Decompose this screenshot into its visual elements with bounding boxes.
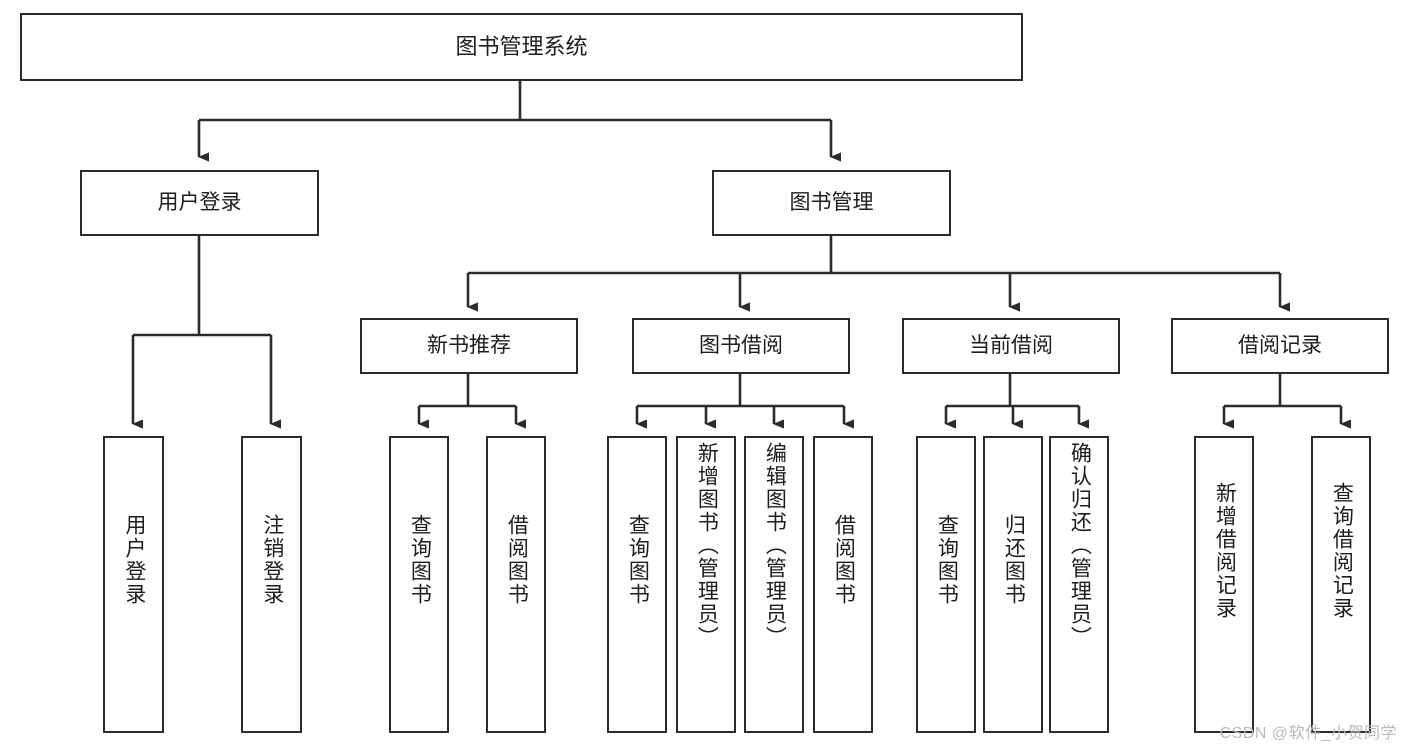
leaf-add-borrow-record[interactable]: 新增借阅记录 — [1194, 436, 1254, 733]
node-label: 借阅图书 — [505, 514, 529, 606]
node-label: 新书推荐 — [427, 333, 511, 357]
leaf-edit-book-admin[interactable]: 编辑图书（管理员） — [744, 436, 804, 733]
node-label: 当前借阅 — [969, 333, 1053, 357]
node-label: 归还图书 — [1002, 514, 1026, 606]
leaf-user-login[interactable]: 用户登录 — [103, 436, 164, 733]
leaf-confirm-return-admin[interactable]: 确认归还（管理员） — [1049, 436, 1109, 733]
leaf-borrow-book-borrow[interactable]: 借阅图书 — [813, 436, 873, 733]
node-label: 查询图书 — [626, 514, 650, 606]
leaf-return-book[interactable]: 归还图书 — [983, 436, 1043, 733]
leaf-add-book-admin[interactable]: 新增图书（管理员） — [676, 436, 736, 733]
node-label: 新增图书（管理员） — [695, 442, 719, 649]
node-new-book-recommend[interactable]: 新书推荐 — [360, 318, 578, 374]
node-label: 新增借阅记录 — [1213, 482, 1237, 620]
node-current-borrow[interactable]: 当前借阅 — [902, 318, 1120, 374]
node-borrow-record[interactable]: 借阅记录 — [1171, 318, 1389, 374]
node-book-management-system[interactable]: 图书管理系统 — [20, 13, 1023, 81]
leaf-query-borrow-record[interactable]: 查询借阅记录 — [1311, 436, 1371, 733]
node-label: 用户登录 — [122, 514, 146, 606]
leaf-borrow-book-new-recommend[interactable]: 借阅图书 — [486, 436, 546, 733]
leaf-query-book-borrow[interactable]: 查询图书 — [607, 436, 667, 733]
node-label: 图书管理系统 — [455, 34, 588, 60]
node-label: 借阅图书 — [832, 514, 856, 606]
node-label: 用户登录 — [157, 190, 242, 214]
node-user-login[interactable]: 用户登录 — [80, 170, 319, 236]
node-book-borrow[interactable]: 图书借阅 — [632, 318, 850, 374]
node-label: 图书管理 — [789, 190, 874, 214]
node-label: 查询图书 — [408, 514, 432, 606]
node-label: 查询图书 — [935, 514, 959, 606]
watermark-csdn: CSDN @软件_小贺同学 — [1219, 725, 1397, 742]
node-label: 图书借阅 — [699, 333, 783, 357]
leaf-query-book-new-recommend[interactable]: 查询图书 — [389, 436, 449, 733]
node-label: 借阅记录 — [1238, 333, 1322, 357]
leaf-query-book-current[interactable]: 查询图书 — [916, 436, 976, 733]
node-book-management[interactable]: 图书管理 — [712, 170, 951, 236]
node-label: 查询借阅记录 — [1330, 482, 1354, 620]
node-label: 确认归还（管理员） — [1068, 442, 1092, 649]
leaf-logout-login[interactable]: 注销登录 — [241, 436, 302, 733]
node-label: 编辑图书（管理员） — [763, 442, 787, 649]
node-label: 注销登录 — [260, 514, 284, 606]
